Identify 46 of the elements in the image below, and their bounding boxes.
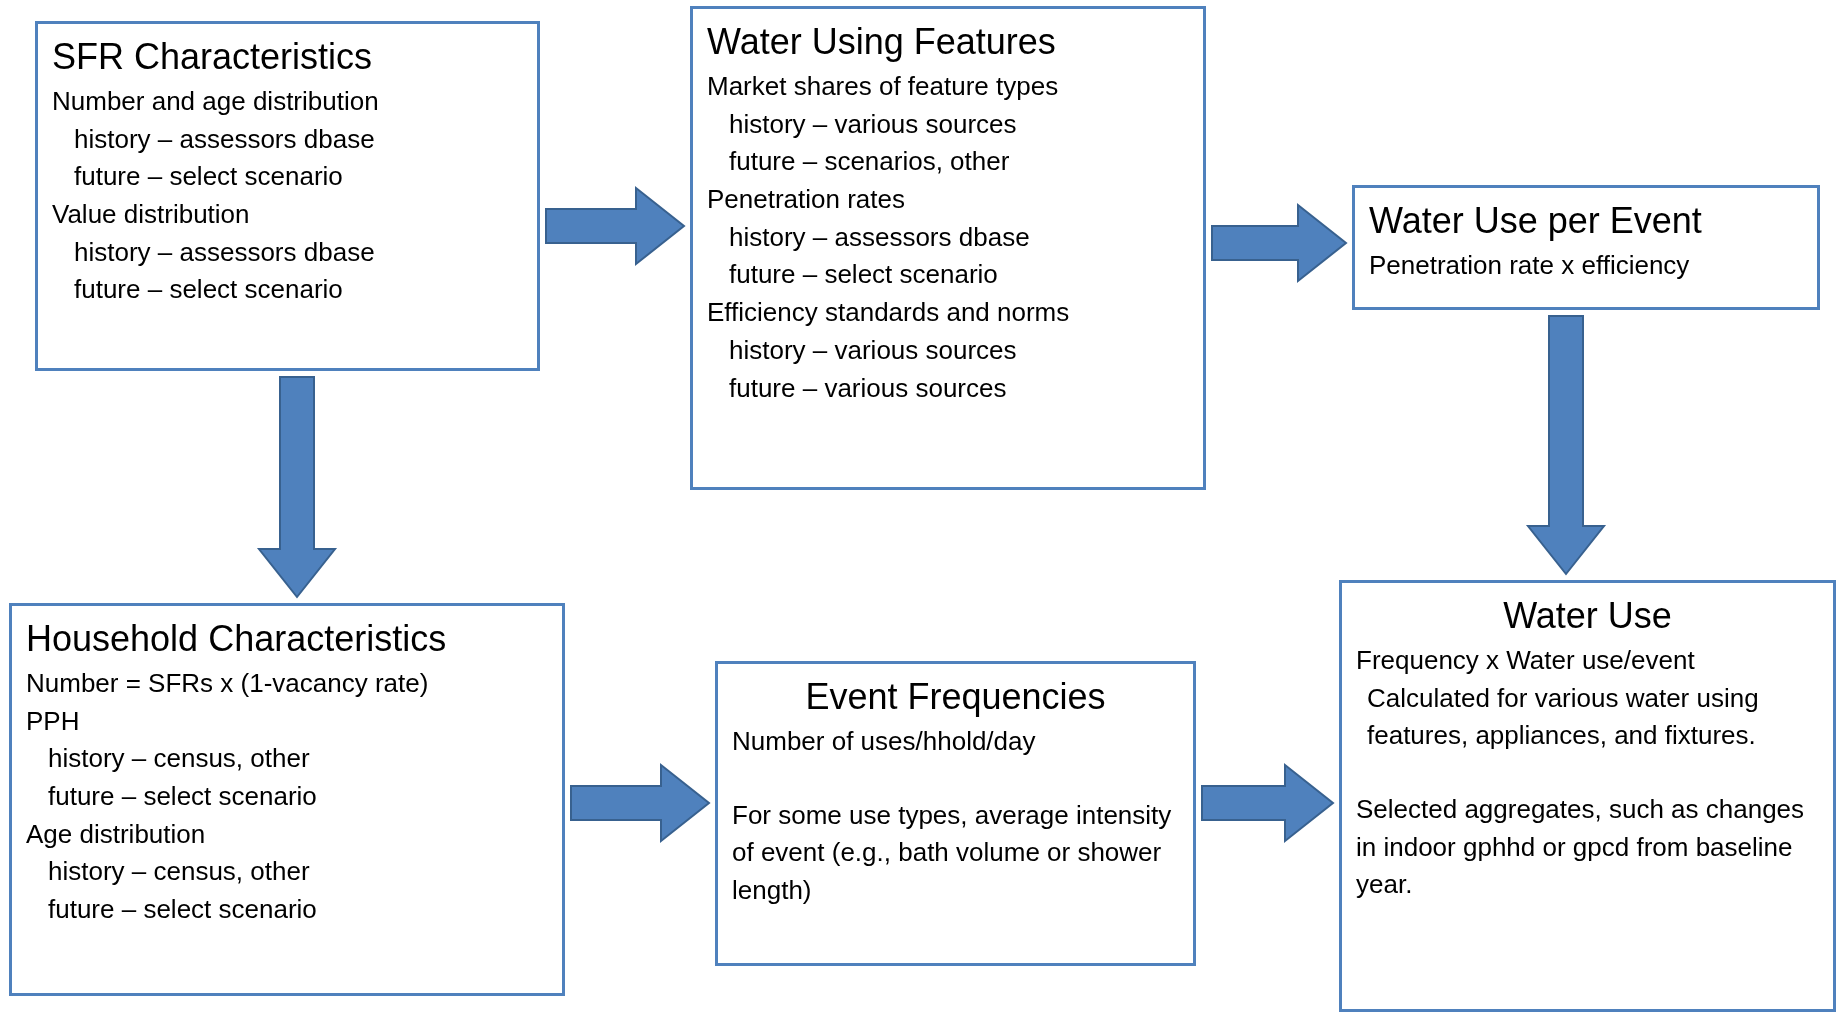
- box-text: Age distribution: [26, 817, 207, 851]
- box-text: future – select scenario: [47, 780, 318, 814]
- box-text: future – various sources: [728, 371, 1008, 405]
- process-box: [715, 661, 1196, 966]
- box-text: Market shares of feature types: [707, 70, 1060, 103]
- box-text: future – scenarios, other: [728, 145, 1011, 179]
- box-text: Selected aggregates, such as changes in indoor gphhd or gpcd from baseline year.: [1356, 793, 1806, 902]
- box-text: future – select scenario: [728, 258, 999, 292]
- box-heading: Event Frequencies: [804, 675, 1107, 719]
- box-text: history – census, other: [47, 742, 311, 776]
- process-box: [9, 603, 565, 996]
- box-text: PPH: [26, 704, 81, 738]
- box-text: Penetration rates: [707, 183, 906, 217]
- box-heading: Water Using Features: [707, 20, 1057, 64]
- box-heading: Household Characteristics: [26, 617, 448, 661]
- box-heading: Water Use: [1502, 594, 1673, 638]
- block-arrow: [1211, 202, 1348, 284]
- box-text: history – various sources: [728, 107, 1018, 141]
- box-text: history – census, other: [47, 855, 311, 889]
- box-text: future – select scenario: [73, 273, 344, 307]
- block-arrow: [570, 762, 711, 844]
- box-text: Number = SFRs x (1-vacancy rate): [26, 667, 430, 700]
- box-text: history – assessors dbase: [728, 220, 1031, 254]
- box-heading: Water Use per Event: [1369, 199, 1703, 243]
- box-text: Value distribution: [52, 198, 251, 232]
- process-box: [1352, 185, 1820, 310]
- box-text: For some use types, average intensity of event (e.g., bath volume or shower length): [732, 798, 1173, 908]
- box-text: Penetration rate x efficiency: [1369, 249, 1691, 282]
- box-text: Frequency x Water use/event: [1356, 644, 1696, 677]
- block-arrow: [1525, 315, 1607, 576]
- box-text: future – select scenario: [73, 160, 344, 194]
- process-box: [690, 6, 1206, 490]
- box-text: Number and age distribution: [52, 85, 380, 118]
- block-arrow: [1201, 762, 1335, 844]
- block-arrow: [545, 185, 686, 267]
- process-box: [35, 21, 540, 371]
- process-box: [1339, 580, 1836, 1012]
- box-text: history – assessors dbase: [73, 235, 376, 269]
- box-text: Number of uses/hhold/day: [732, 725, 1037, 758]
- box-text: history – various sources: [728, 333, 1018, 367]
- block-arrow: [256, 376, 338, 599]
- box-text: history – assessors dbase: [73, 122, 376, 156]
- box-heading: SFR Characteristics: [52, 35, 374, 79]
- box-text: Calculated for various water using features, appliances, and fixtures.: [1366, 681, 1760, 753]
- box-text: future – select scenario: [47, 893, 318, 927]
- box-text: Efficiency standards and norms: [707, 296, 1071, 330]
